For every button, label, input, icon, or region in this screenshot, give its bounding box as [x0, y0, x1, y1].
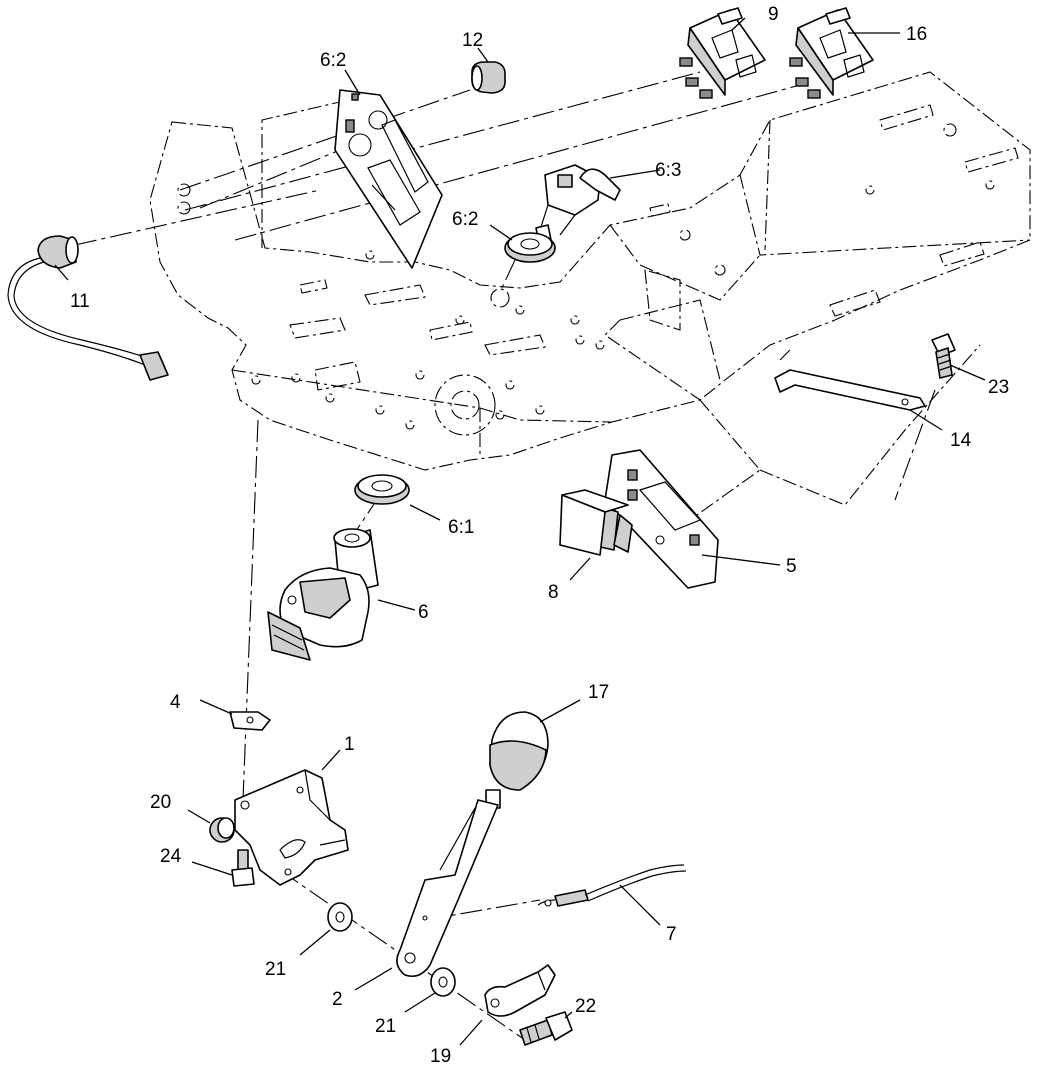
callout-4: 4 [170, 692, 181, 713]
part-7-decal [334, 89, 443, 269]
part-19-link [484, 964, 556, 1017]
callout-6-1: 6:1 [448, 517, 474, 538]
leader-lines [54, 17, 986, 1046]
callout-6: 6 [418, 602, 429, 623]
part-2-lever [396, 799, 499, 978]
callout-6-2: 6:2 [452, 209, 478, 230]
callout-11: 11 [70, 291, 90, 312]
callout-21-b: 21 [375, 1016, 396, 1037]
callout-2: 2 [332, 989, 343, 1010]
callout-10: 9 [768, 4, 779, 25]
callout-6-3: 6:3 [655, 160, 681, 181]
callout-16: 16 [906, 24, 927, 45]
part-22-bolt [519, 1011, 573, 1046]
callout-19: 19 [430, 1046, 451, 1067]
callout-1: 1 [344, 734, 355, 755]
part-9-switch [559, 489, 633, 556]
part-21-washer-b [430, 967, 456, 997]
part-17-knob [485, 711, 549, 809]
callout-22: 22 [575, 996, 596, 1017]
callout-7: 6:2 [320, 50, 346, 71]
callout-21-a: 21 [265, 959, 286, 980]
callout-5: 5 [786, 556, 797, 577]
part-6-1-nut [354, 474, 410, 505]
part-21-washer-a [327, 902, 353, 932]
part-6-ignition [267, 528, 379, 661]
part-11-light [7, 235, 169, 381]
part-8-cable [537, 864, 687, 907]
part-24-bolt [231, 849, 255, 887]
part-12-plug [471, 61, 506, 94]
callout-20: 20 [150, 792, 171, 813]
part-10-switch [679, 7, 766, 99]
part-16-switch [789, 7, 874, 99]
callout-17: 17 [588, 682, 609, 703]
part-20-nut [209, 817, 235, 843]
part-4-clip [229, 711, 271, 731]
frame-outline [149, 71, 1031, 521]
part-6-3-key [535, 164, 621, 249]
callout-9: 8 [548, 582, 559, 603]
callout-12: 12 [462, 30, 483, 51]
part-6-2-nut [504, 232, 556, 263]
callout-labels: 6:2 12 9 16 6:3 6:2 11 6:1 6 5 8 14 23 4… [70, 4, 1009, 1067]
part-23-bolt [931, 333, 956, 379]
callout-14: 14 [950, 430, 972, 451]
callout-23: 23 [988, 377, 1009, 398]
callout-8: 7 [666, 924, 677, 945]
part-1-bracket [234, 769, 349, 886]
alignment-lines [74, 71, 936, 1041]
callout-24: 24 [160, 846, 182, 867]
part-14-bracket [774, 369, 926, 411]
